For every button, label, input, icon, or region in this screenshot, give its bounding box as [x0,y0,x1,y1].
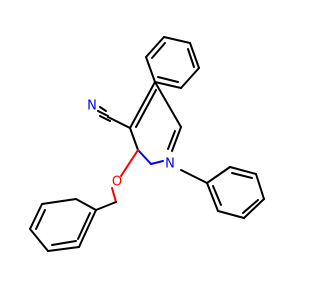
bond [217,210,245,219]
bond-inner [135,89,157,128]
bond [137,149,152,165]
bond [107,116,131,129]
bond-inner [151,42,166,59]
structure-diagram: N N O [29,36,265,252]
bond [29,228,49,252]
bond [180,169,208,184]
bond [180,67,200,89]
bond [229,166,257,175]
bond [171,126,182,152]
bond [120,149,139,177]
bond [243,198,265,219]
bond [145,36,165,58]
bond [206,166,231,184]
bond [145,56,156,83]
bond [150,160,164,165]
bond [95,201,117,211]
pyridine-ring [129,81,182,165]
pyridine-nitrogen-label: N [165,157,175,172]
bond [111,187,117,203]
bond [255,173,265,200]
bond [206,182,219,212]
bond-inner [157,76,179,83]
bond [75,198,97,211]
bond-inner [35,209,46,230]
bond [129,127,139,151]
benzyloxy-group [29,149,139,252]
triple-bond-line [97,110,109,117]
bond-inner [51,240,77,246]
ether-oxygen-label: O [112,175,122,190]
bond-inner [167,130,176,150]
triple-bond-line [99,115,111,122]
nitrile-nitrogen-label: N [87,99,97,114]
bond [47,246,80,252]
bond [129,81,156,129]
bond-inner [212,185,222,206]
bond [163,36,191,44]
nitrile-group [97,106,131,129]
bond [41,198,77,205]
bond-inner [187,48,195,68]
bond [154,81,182,89]
bond [29,203,43,230]
bond-inner [77,212,91,240]
phenyl-ring-top [145,36,200,89]
bond-inner [242,199,259,214]
triple-bond-line [99,106,107,112]
phenyl-ring-right [180,166,265,219]
bond-inner [231,172,253,179]
bond [154,81,182,128]
bond [189,42,200,69]
bond [78,209,97,248]
